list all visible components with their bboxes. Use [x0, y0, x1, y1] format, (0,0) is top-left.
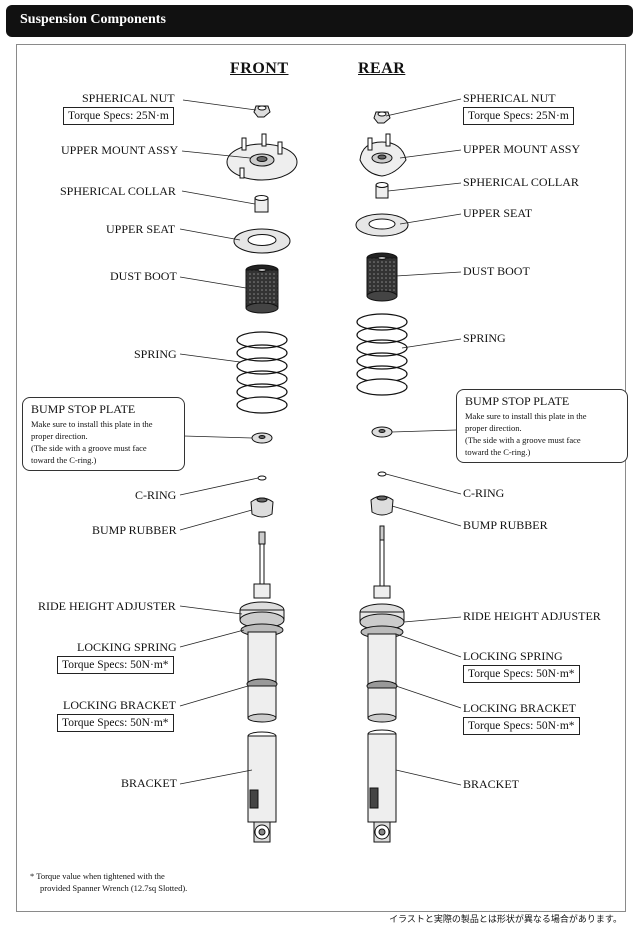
rear-bump-stop-note-line: toward the C-ring.)	[465, 447, 531, 457]
rear-bump-stop-plate-note: BUMP STOP PLATE Make sure to install thi…	[456, 389, 628, 463]
rear-bump-rubber-label: BUMP RUBBER	[463, 518, 548, 532]
rear-dust-boot-label: DUST BOOT	[463, 264, 530, 278]
rear-bump-stop-note-line: Make sure to install this plate in the	[465, 411, 587, 421]
front-spherical-collar-label: SPHERICAL COLLAR	[60, 184, 176, 198]
front-bump-stop-note-line: proper direction.	[31, 431, 88, 441]
front-spherical-nut-torque: Torque Specs: 25N·m	[63, 107, 174, 125]
front-bump-stop-note-line: Make sure to install this plate in the	[31, 419, 153, 429]
rear-bracket-label: BRACKET	[463, 777, 520, 791]
front-dust-boot-label: DUST BOOT	[110, 269, 177, 283]
front-c-ring-label: C-RING	[135, 488, 177, 502]
front-bracket-label: BRACKET	[121, 776, 178, 790]
front-locking-bracket-torque: Torque Specs: 50N·m*	[57, 714, 174, 732]
front-locking-spring-torque: Torque Specs: 50N·m*	[57, 656, 174, 674]
rear-bump-stop-plate-label: BUMP STOP PLATE	[465, 394, 570, 408]
rear-spring-part	[356, 313, 408, 396]
front-bump-rubber-label: BUMP RUBBER	[92, 523, 177, 537]
footnote-line-2: provided Spanner Wrench (12.7sq Slotted)…	[40, 883, 188, 893]
front-bump-stop-plate-label: BUMP STOP PLATE	[31, 402, 136, 416]
rear-c-ring-label: C-RING	[463, 486, 505, 500]
front-spring-part	[236, 331, 288, 414]
front-locking-bracket-label: LOCKING BRACKET	[63, 698, 176, 712]
front-spherical-collar-part	[254, 195, 269, 213]
rear-spherical-collar-label: SPHERICAL COLLAR	[463, 175, 579, 189]
leader-lines	[179, 98, 462, 786]
diagram-frame	[16, 44, 626, 912]
rear-spherical-collar-part	[375, 182, 389, 199]
rear-bump-stop-plate-part	[371, 426, 393, 438]
rear-locking-spring-label: LOCKING SPRING	[463, 649, 563, 663]
front-upper-mount-part	[226, 133, 298, 181]
rear-upper-mount-part	[359, 133, 407, 177]
front-spherical-nut-part	[253, 105, 271, 118]
front-bump-stop-note-line: toward the C-ring.)	[31, 455, 97, 465]
front-ride-height-adjuster-label: RIDE HEIGHT ADJUSTER	[38, 599, 176, 613]
rear-c-ring-part	[377, 471, 387, 477]
rear-locking-bracket-label: LOCKING BRACKET	[463, 701, 576, 715]
rear-locking-bracket-torque: Torque Specs: 50N·m*	[463, 717, 580, 735]
rear-spherical-nut-torque: Torque Specs: 25N·m	[463, 107, 574, 125]
front-upper-mount-label: UPPER MOUNT ASSY	[61, 143, 179, 157]
rear-ride-height-adjuster-label: RIDE HEIGHT ADJUSTER	[463, 609, 601, 623]
rear-spherical-nut-part	[373, 111, 391, 124]
front-dust-boot-part	[245, 264, 279, 314]
rear-dust-boot-part	[366, 252, 398, 302]
rear-column-heading: REAR	[358, 60, 406, 77]
front-column-heading: FRONT	[230, 60, 289, 77]
front-shock-absorber-part	[239, 531, 285, 723]
torque-footnote: * Torque value when tightened with the p…	[30, 870, 187, 894]
front-spring-label: SPRING	[134, 347, 177, 361]
rear-bracket-part	[367, 729, 397, 843]
front-upper-seat-label: UPPER SEAT	[106, 222, 176, 236]
rear-bump-stop-note-line: proper direction.	[465, 423, 522, 433]
front-bump-stop-note-line: (The side with a groove must face	[31, 443, 147, 453]
front-c-ring-part	[257, 475, 267, 481]
front-bracket-part	[247, 731, 277, 843]
footnote-line-1: * Torque value when tightened with the	[30, 871, 165, 881]
rear-shock-absorber-part	[359, 525, 405, 723]
front-spherical-nut-label: SPHERICAL NUT	[82, 91, 175, 105]
rear-locking-spring-torque: Torque Specs: 50N·m*	[463, 665, 580, 683]
rear-spherical-nut-label: SPHERICAL NUT	[463, 91, 556, 105]
page-title: Suspension Components	[20, 12, 166, 27]
rear-bump-stop-note-line: (The side with a groove must face	[465, 435, 581, 445]
front-bump-stop-plate-part	[251, 432, 273, 444]
front-bump-stop-plate-note: BUMP STOP PLATE Make sure to install thi…	[22, 397, 185, 471]
front-upper-seat-part	[233, 228, 291, 254]
front-bump-rubber-part	[250, 497, 274, 518]
rear-upper-seat-label: UPPER SEAT	[463, 206, 533, 220]
illustration-disclaimer: イラストと実際の製品とは形状が異なる場合があります。	[389, 915, 622, 925]
front-locking-spring-label: LOCKING SPRING	[77, 640, 177, 654]
rear-spring-label: SPRING	[463, 331, 506, 345]
rear-upper-seat-part	[355, 213, 409, 237]
rear-upper-mount-label: UPPER MOUNT ASSY	[463, 142, 581, 156]
header-bar: Suspension Components	[6, 5, 633, 37]
rear-bump-rubber-part	[370, 495, 394, 516]
